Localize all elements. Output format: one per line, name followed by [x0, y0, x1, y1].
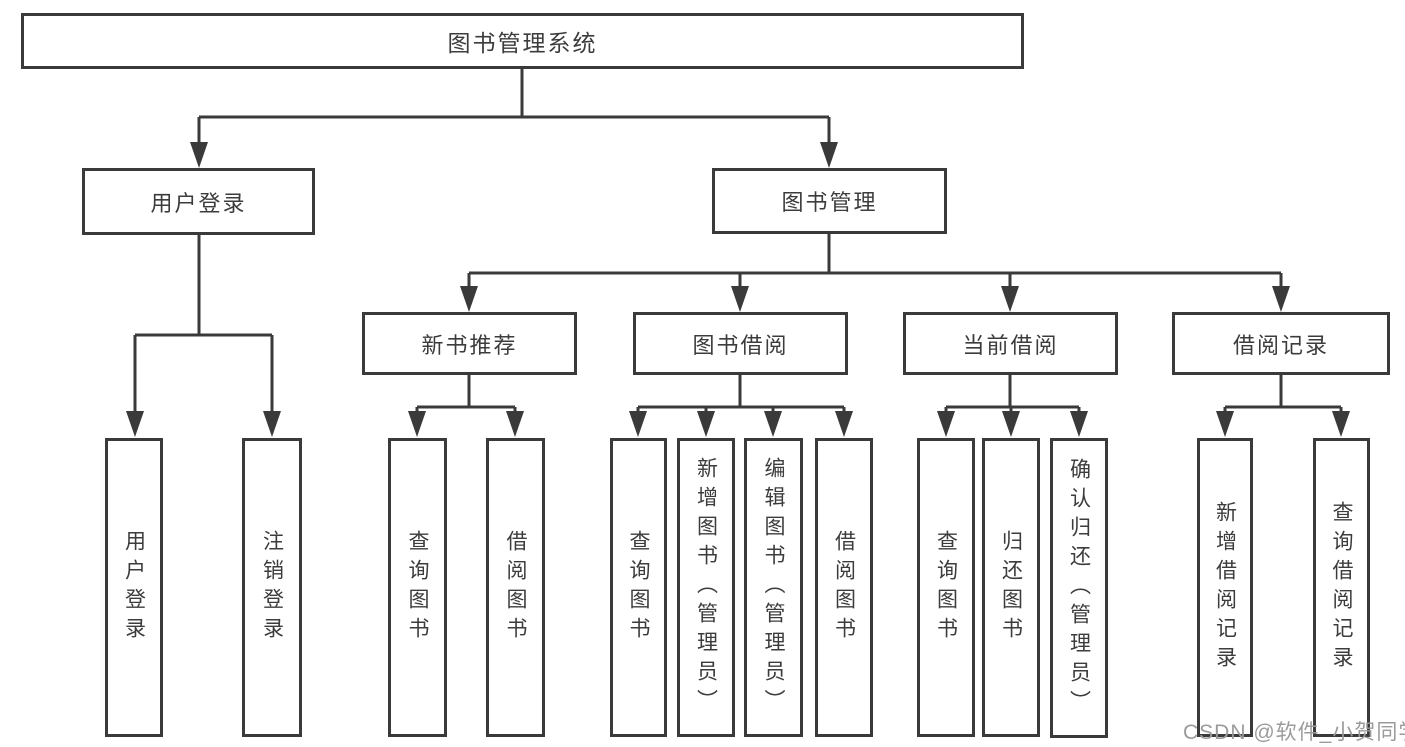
node-new-book-recommend-label: 新书推荐 — [421, 332, 518, 358]
leaf-query-borrow-record: 查询借阅记录 — [1313, 438, 1370, 737]
leaf-borrow-books: 借阅图书 — [815, 438, 873, 737]
node-root-label: 图书管理系统 — [447, 30, 598, 56]
node-current-borrow: 当前借阅 — [903, 312, 1118, 375]
leaf-add-book-admin-label: 新增图书（管理员） — [694, 457, 718, 718]
node-book-management: 图书管理 — [712, 168, 947, 234]
leaf-add-borrow-record-label: 新增借阅记录 — [1213, 500, 1237, 675]
leaf-add-borrow-record: 新增借阅记录 — [1197, 438, 1253, 737]
node-new-book-recommend: 新书推荐 — [362, 312, 577, 375]
leaf-user-login-label: 用户登录 — [122, 529, 146, 646]
node-root: 图书管理系统 — [21, 13, 1024, 69]
leaf-confirm-return-admin: 确认归还（管理员） — [1050, 438, 1108, 738]
leaf-query-books-recommend-label: 查询图书 — [406, 529, 429, 646]
arrowheads — [126, 142, 1350, 437]
leaf-borrow-books-recommend-label: 借阅图书 — [504, 529, 527, 646]
leaf-query-books-borrow-label: 查询图书 — [627, 529, 650, 646]
node-user-login-label: 用户登录 — [150, 190, 247, 216]
leaf-edit-book-admin: 编辑图书（管理员） — [744, 438, 803, 737]
leaf-return-books-label: 归还图书 — [999, 529, 1023, 646]
node-borrow-records: 借阅记录 — [1172, 312, 1390, 375]
leaf-query-books-current: 查询图书 — [917, 438, 975, 737]
leaf-query-books-current-label: 查询图书 — [934, 529, 958, 646]
leaf-borrow-books-label: 借阅图书 — [832, 529, 856, 646]
leaf-confirm-return-admin-label: 确认归还（管理员） — [1067, 457, 1091, 719]
node-book-borrow-label: 图书借阅 — [692, 332, 789, 358]
node-current-borrow-label: 当前借阅 — [962, 332, 1059, 358]
leaf-query-borrow-record-label: 查询借阅记录 — [1330, 500, 1353, 675]
leaf-query-books-recommend: 查询图书 — [388, 438, 447, 737]
leaf-logout: 注销登录 — [242, 438, 302, 737]
leaf-query-books-borrow: 查询图书 — [610, 438, 667, 737]
leaf-return-books: 归还图书 — [982, 438, 1040, 737]
connector-paths — [133, 69, 1343, 413]
csdn-watermark: CSDN @软件_小贺同学 — [1183, 721, 1405, 744]
leaf-user-login: 用户登录 — [105, 438, 163, 737]
node-borrow-records-label: 借阅记录 — [1232, 332, 1329, 358]
leaf-borrow-books-recommend: 借阅图书 — [486, 438, 545, 737]
node-user-login: 用户登录 — [82, 168, 315, 235]
node-book-management-label: 图书管理 — [781, 190, 878, 215]
leaf-edit-book-admin-label: 编辑图书（管理员） — [762, 457, 785, 718]
node-book-borrow: 图书借阅 — [633, 312, 848, 375]
leaf-logout-label: 注销登录 — [260, 529, 284, 646]
leaf-add-book-admin: 新增图书（管理员） — [677, 438, 735, 737]
